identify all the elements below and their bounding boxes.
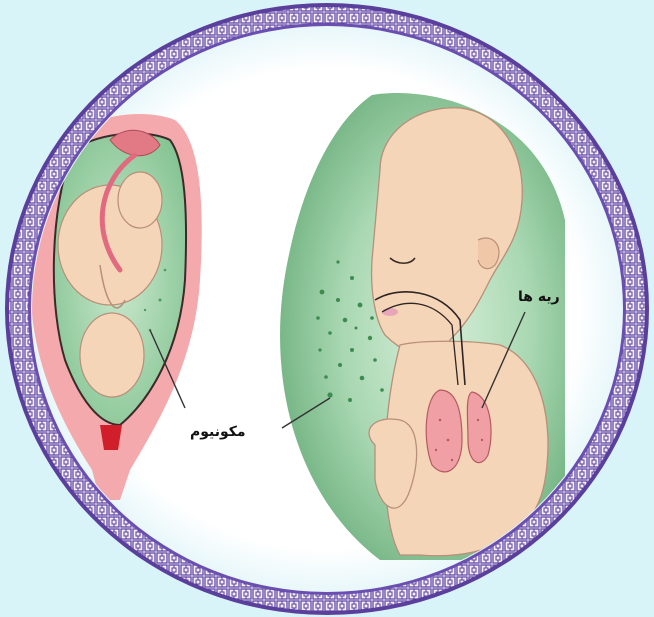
meconium-label: مکونیوم — [190, 424, 246, 440]
lungs-label: ریه ها — [518, 289, 560, 305]
fetus-closeup-illustration — [280, 93, 565, 560]
